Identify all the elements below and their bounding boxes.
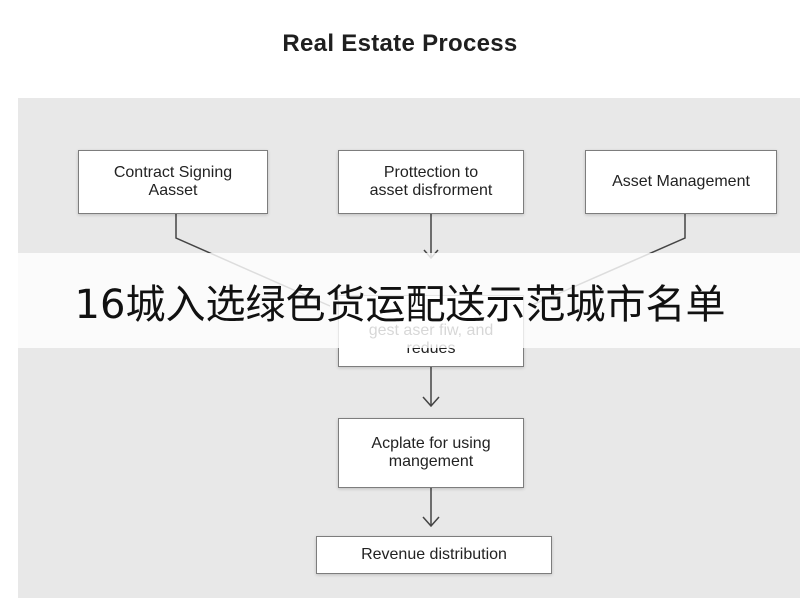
node-acplate: Acplate for using mangement	[338, 418, 524, 488]
edge-acplate-to-revenue-arrowhead	[422, 516, 440, 528]
node-revenue-distribution: Revenue distribution	[316, 536, 552, 574]
node-label: Acplate for using mangement	[371, 435, 491, 470]
node-contract-signing: Contract Signing Aasset	[78, 150, 268, 214]
node-label: Revenue distribution	[361, 546, 507, 563]
node-protection: Prottection to asset disfrorment	[338, 150, 524, 214]
caption-banner: 16城入选绿色货运配送示范城市名单	[0, 253, 800, 348]
node-label: Prottection to asset disfrorment	[369, 164, 493, 199]
edge-center-to-acplate-arrowhead	[422, 396, 440, 408]
diagram-title: Real Estate Process	[282, 30, 518, 57]
node-asset-management: Asset Management	[585, 150, 777, 214]
node-label: Asset Management	[612, 173, 750, 190]
node-label: Contract Signing Aasset	[113, 164, 233, 199]
banner-text: 16城入选绿色货运配送示范城市名单	[74, 281, 726, 328]
